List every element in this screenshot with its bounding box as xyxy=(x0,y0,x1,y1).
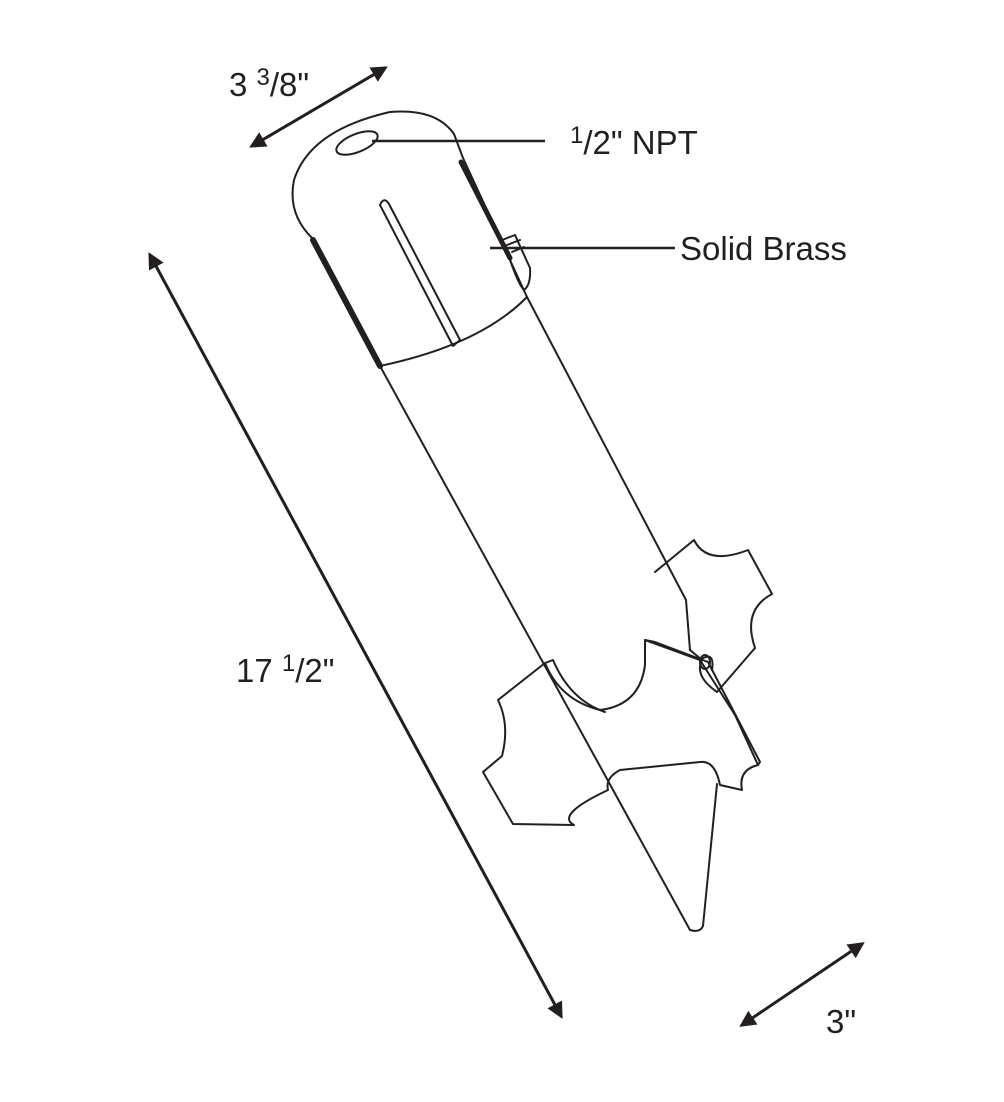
tube-right-edge xyxy=(526,296,691,651)
top-width-label: 3 3/8" xyxy=(229,64,310,103)
set-screw xyxy=(501,234,532,291)
length-label: 17 1/2" xyxy=(236,650,335,689)
tube-bottom xyxy=(689,783,718,932)
back-flange xyxy=(654,539,773,693)
tube-cap xyxy=(291,110,528,367)
cap-slot xyxy=(379,199,461,347)
length-arrow xyxy=(148,252,563,1019)
brass-label: Solid Brass xyxy=(680,230,847,267)
bottom-width-label: 3" xyxy=(826,1003,857,1040)
front-flange xyxy=(482,639,759,826)
tube-left-edge xyxy=(379,365,691,931)
top-width-arrow xyxy=(249,66,388,148)
npt-label: 1/2" NPT xyxy=(570,122,698,161)
npt-opening xyxy=(335,130,379,156)
bottom-width-arrow xyxy=(739,942,865,1027)
